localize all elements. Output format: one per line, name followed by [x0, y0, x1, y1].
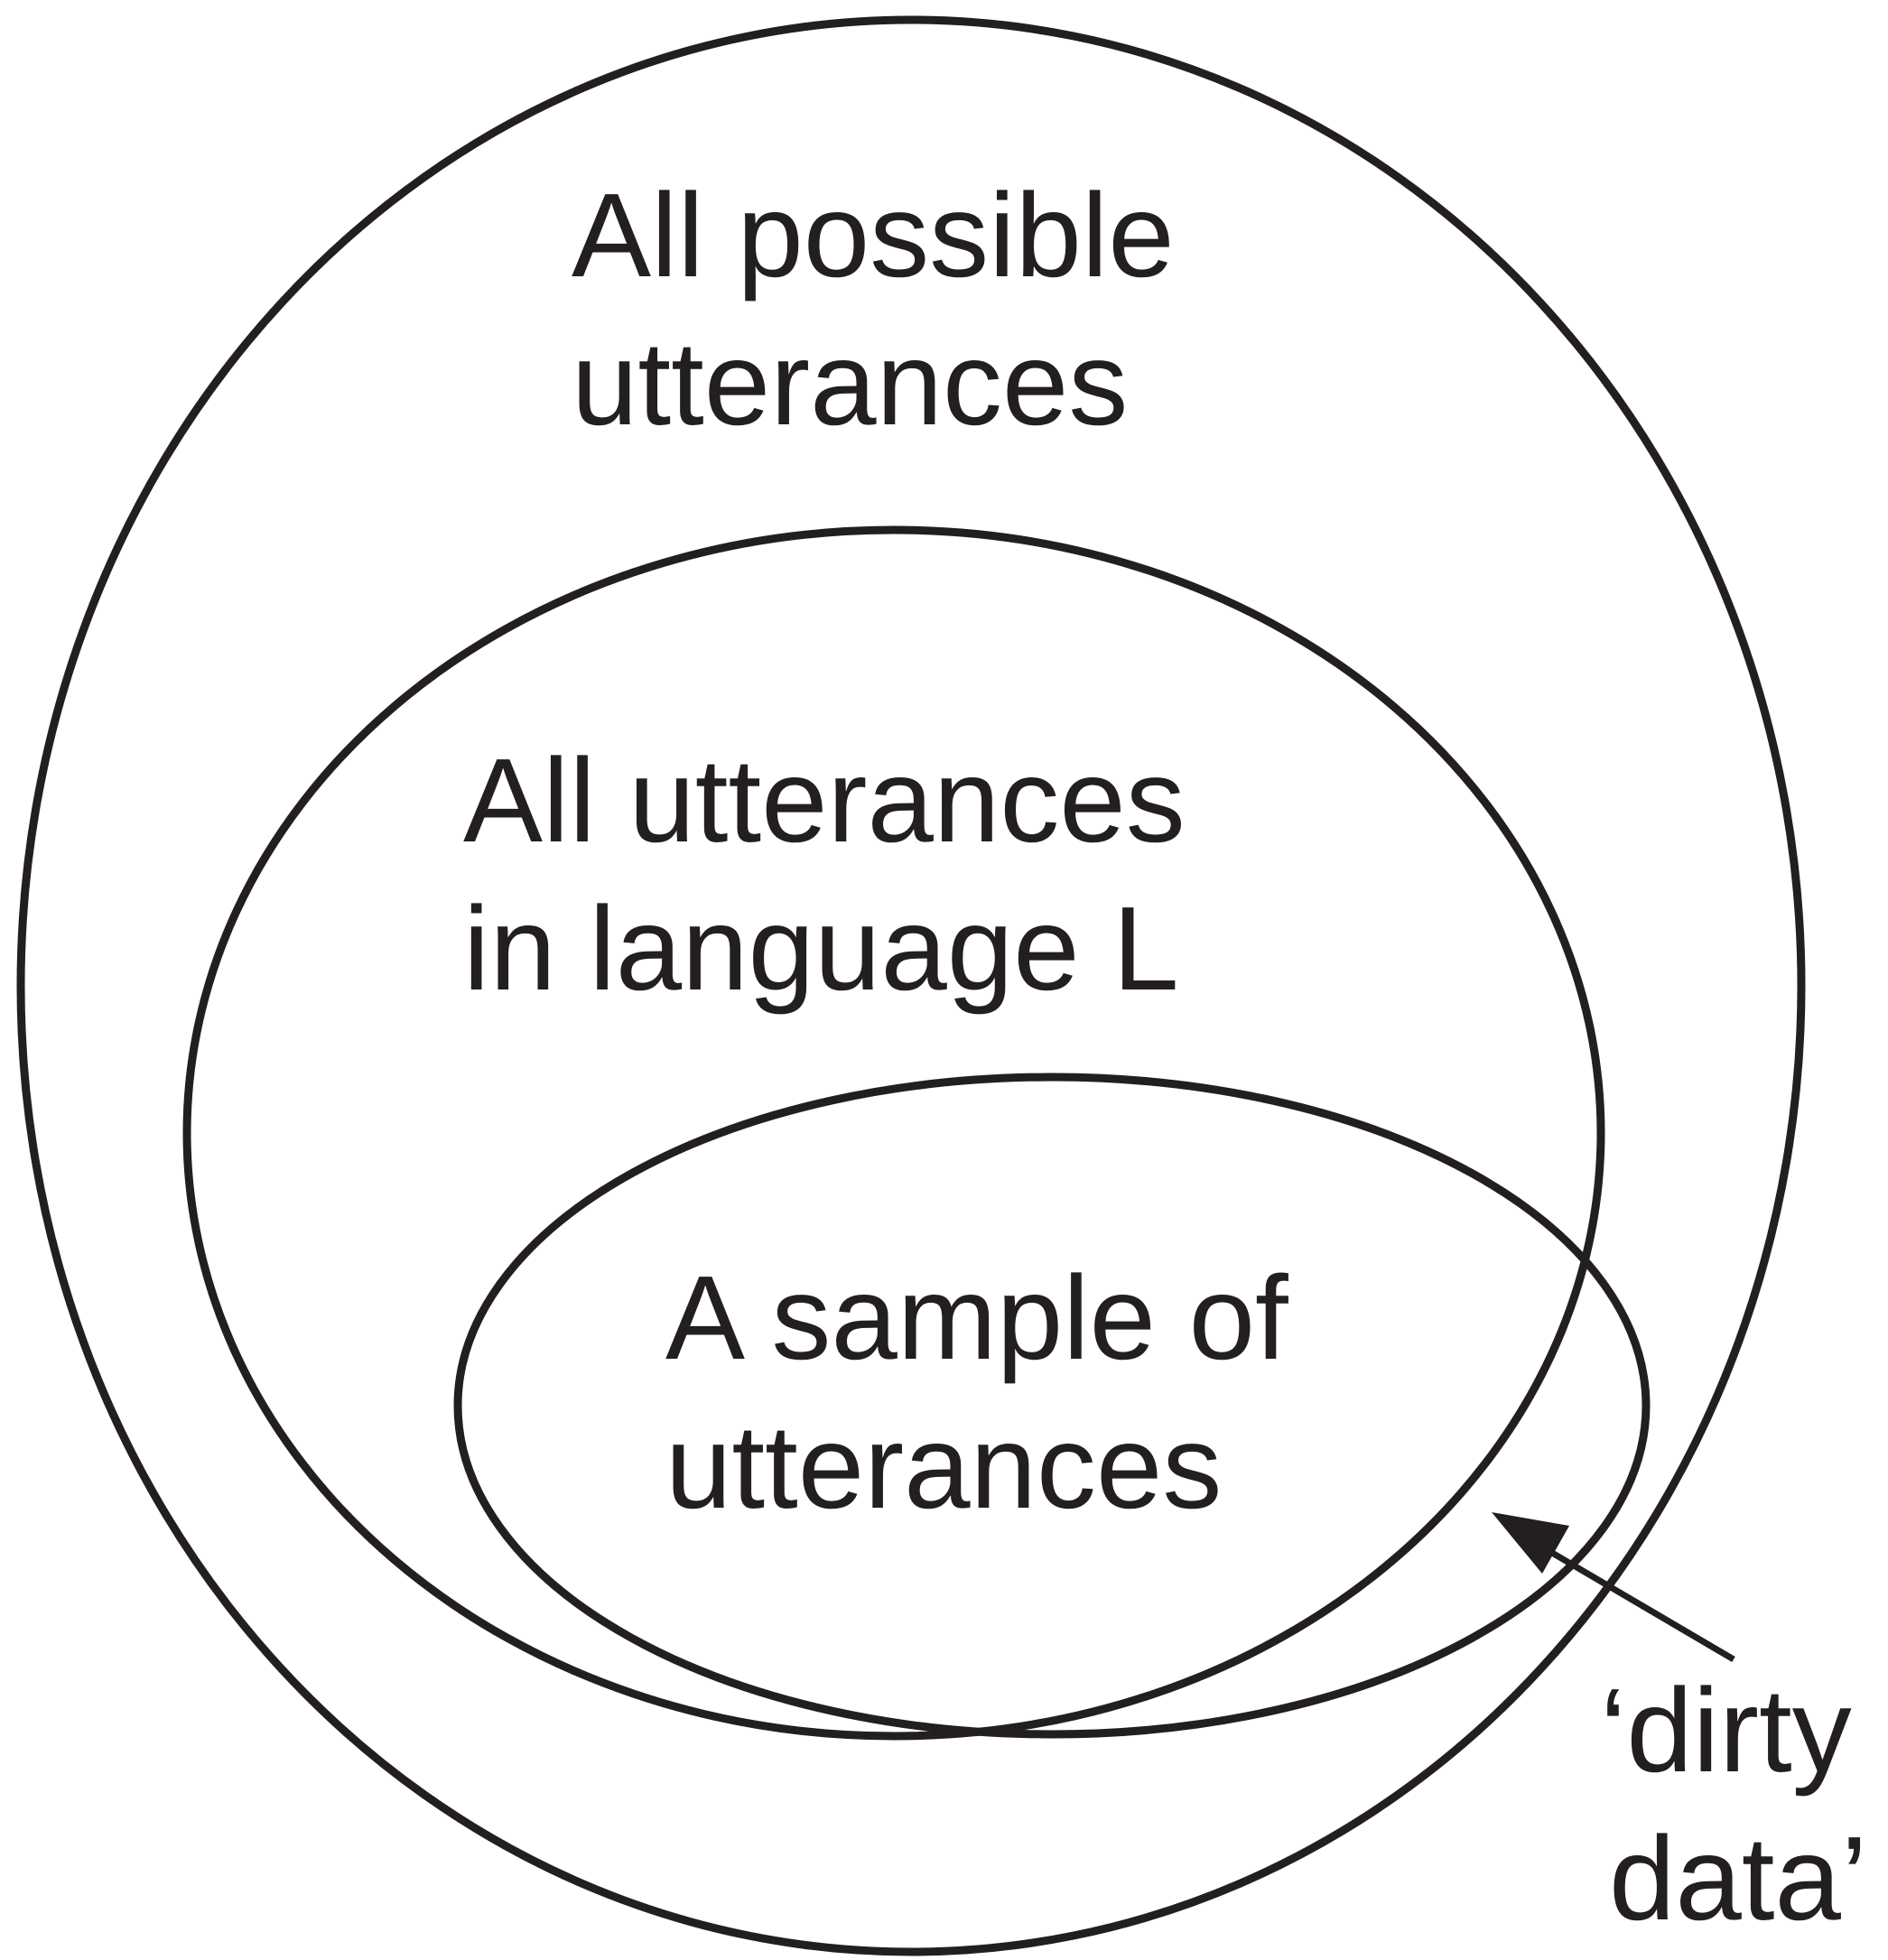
dirty-data-label-line1: ‘dirty — [1600, 1664, 1852, 1797]
all-possible-label-line1: All possible — [572, 169, 1175, 302]
sample-ellipse — [453, 1073, 1651, 1739]
all-possible-utterances-circle — [16, 15, 1806, 1956]
sample-label-line2: utterances — [665, 1400, 1222, 1533]
dirty-data-arrow — [1492, 1512, 1735, 1663]
dirty-data-label-line2: data’ — [1609, 1812, 1867, 1945]
language-label-line1: All utterances — [463, 734, 1186, 867]
language-label-line2: in language L — [463, 882, 1179, 1015]
sample-label-line1: A sample of — [665, 1251, 1288, 1384]
all-possible-label-line2: utterances — [572, 317, 1128, 450]
language-l-ellipse — [182, 525, 1605, 1741]
